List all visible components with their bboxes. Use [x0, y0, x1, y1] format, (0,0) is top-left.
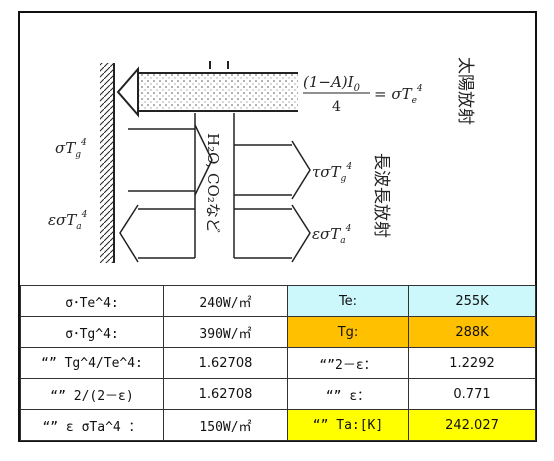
solar-numer: (1−A)I [303, 73, 355, 91]
value-ta: 242.027 [408, 409, 536, 441]
svg-text:εσTa4: εσTa4 [312, 224, 352, 246]
solar-denom: 4 [332, 99, 341, 115]
solar-eq: = σT [374, 85, 413, 103]
value-eps-sigma-ta4: 150W/㎡ [163, 409, 288, 441]
right-upper-head [291, 140, 311, 200]
calculation-table: σ･Te^4: 240W/㎡ Te: 255K σ･Tg^4: 390W/㎡ T… [20, 285, 536, 441]
label-tg4-te4: “” Tg^4/Te^4: [20, 347, 164, 379]
radiation-diagram-svg: (1−A)I0 4 = σTe4 σTg4 εσTa4 τσTg4 εσTa4 [48, 57, 475, 263]
solar-numer-sub: 0 [354, 83, 361, 94]
value-tg4-te4: 1.62708 [163, 347, 288, 379]
table-row: “” ε σTa^4 ： 150W/㎡ “” Ta:[K] 242.027 [20, 409, 536, 441]
left-upper-head [194, 124, 213, 196]
table-row: “” Tg^4/Te^4: 1.62708 “”2－ε： 1.2292 [20, 347, 536, 379]
label-sigma-te4: σ･Te^4: [20, 285, 164, 317]
right-upper-label: τσT [312, 163, 342, 181]
label-2-minus-eps: “”2－ε： [287, 347, 409, 379]
value-eps: 0.771 [408, 378, 536, 410]
longwave-radiation-label: 長波長放射 [371, 153, 391, 238]
table-row: σ･Tg^4: 390W/㎡ Tg: 288K [20, 316, 536, 348]
label-ta: “” Ta:[K] [287, 409, 409, 441]
left-upper-sup: 4 [80, 138, 87, 148]
left-lower-label: εσT [48, 211, 77, 229]
table-row: “” 2/(2－ε) 1.62708 “” ε： 0.771 [20, 378, 536, 410]
svg-text:εσTa4: εσTa4 [48, 210, 88, 232]
radiation-diagram: (1−A)I0 4 = σTe4 σTg4 εσTa4 τσTg4 εσTa4 [20, 13, 535, 285]
ground-hatch [100, 63, 114, 263]
value-tg: 288K [408, 316, 536, 348]
right-lower-label: εσT [312, 225, 341, 243]
value-2-over-2-minus-eps: 1.62708 [163, 378, 288, 410]
solar-band [138, 73, 298, 111]
value-te: 255K [408, 285, 536, 317]
solar-radiation-label: 太陽放射 [455, 57, 475, 125]
gas-label: H₂O, CO₂など [204, 133, 222, 233]
left-upper-sub: g [75, 150, 81, 160]
solar-eq-sub: e [412, 96, 417, 106]
svg-text:τσTg4: τσTg 4 [312, 162, 352, 184]
right-upper-sub: g [341, 174, 347, 184]
right-upper-sup: 4 [345, 162, 352, 172]
label-te: Te: [287, 285, 409, 317]
label-sigma-tg4: σ･Tg^4: [20, 316, 164, 348]
svg-text:σTg4: σTg 4 [55, 138, 87, 160]
left-lower-sup: 4 [81, 210, 88, 220]
label-tg: Tg: [287, 316, 409, 348]
value-sigma-tg4: 390W/㎡ [163, 316, 288, 348]
label-eps: “” ε： [287, 378, 409, 410]
left-lower-sub: a [76, 222, 81, 232]
left-upper-label: σT [55, 139, 76, 157]
svg-text:= σTe4: = σTe 4 [374, 84, 423, 106]
right-lower-head [291, 204, 311, 263]
right-lower-sub: a [340, 236, 345, 246]
svg-text:(1−A)I0: (1−A)I0 [303, 73, 361, 94]
figure-frame: (1−A)I0 4 = σTe4 σTg4 εσTa4 τσTg4 εσTa4 [18, 11, 537, 442]
value-sigma-te4: 240W/㎡ [163, 285, 288, 317]
solar-arrowhead [116, 66, 139, 118]
value-2-minus-eps: 1.2292 [408, 347, 536, 379]
right-lower-sup: 4 [345, 224, 352, 234]
label-eps-sigma-ta4: “” ε σTa^4 ： [20, 409, 164, 441]
solar-eq-sup: 4 [416, 84, 423, 94]
left-lower-head [119, 204, 139, 263]
table-row: σ･Te^4: 240W/㎡ Te: 255K [20, 285, 536, 317]
label-2-over-2-minus-eps: “” 2/(2－ε) [20, 378, 164, 410]
